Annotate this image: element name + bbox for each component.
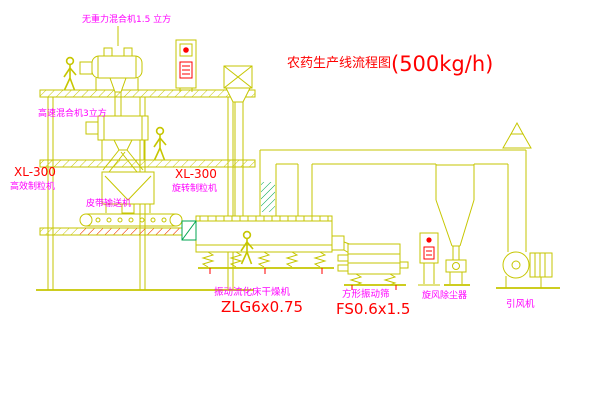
diagram-title: 农药生产线流程图 [287,56,391,71]
fan-motor [529,252,553,278]
fan-volute [502,251,530,279]
dryer-outlet [331,235,345,251]
exhaust-stack [502,121,532,252]
label-mid-granulator-name: 旋转制粒机 [172,182,217,194]
label-cyclone-name: 旋风除尘器 [422,289,467,301]
spring [285,251,299,268]
indicator-light [426,237,432,243]
duct-green-hatch [261,182,275,212]
column [47,96,54,291]
dryer-feed-pipe [234,102,244,216]
labels: 无重力混合机1.5 立方 高速混合机3立方 XL-300 高效制粒机 XL-30… [10,13,535,318]
label-sieve-model: FS0.6x1.5 [336,300,410,318]
belt-conveyor [79,213,183,227]
spring [383,273,397,286]
spring [257,251,271,268]
mixer-motor [79,61,93,75]
spring [201,251,215,268]
exhaust-duct [259,149,526,216]
granulator [101,171,155,214]
cabinet-label-plate [423,246,435,260]
rain-cap [502,133,532,149]
label-top-mixer: 无重力混合机1.5 立方 [82,13,171,25]
control-cabinet-1 [175,39,197,92]
sieve-discharge-spout [337,254,349,262]
conveyor-pulley [79,213,93,227]
column [227,96,234,291]
rain-cap-peak [510,121,524,135]
conveyor-foundation-hatch [80,228,180,235]
diagram-capacity: (500kg/h) [391,52,493,76]
cabinet-label-plate [179,61,193,79]
label-high-speed-mixer: 高速混合机3立方 [38,107,107,119]
spring [313,251,327,268]
spring [229,251,243,268]
fluid-bed-dryer [181,215,345,274]
floor-beam [39,159,256,168]
label-dryer-model: ZLG6x0.75 [221,298,303,316]
indicator-light [183,47,189,53]
control-cabinet-2 [418,232,440,286]
cyclone-separator [435,164,475,286]
floor-beam [39,89,256,98]
sieve-discharge-spout [337,264,349,272]
high-speed-mixer [85,115,149,173]
top-mixer [79,47,143,116]
label-fan-name: 引风机 [506,298,535,310]
induced-draft-fan [496,251,560,289]
conveyor-pulley [169,213,183,227]
label-dryer-name: 振动流化床干燥机 [214,286,291,298]
discharge-cone [113,139,133,151]
label-mid-granulator-model: XL-300 [175,167,217,181]
granulator-outlet [121,203,135,214]
worker-figure [63,56,77,91]
mixer-motor [85,121,99,135]
sieve-discharge-spout [399,261,409,269]
vibrating-sieve [337,241,409,290]
mixer-inlet-port [103,47,113,57]
rotary-valve [445,259,467,273]
spring [349,273,363,286]
label-left-granulator-name: 高效制粒机 [10,180,55,192]
label-belt-conveyor: 皮带输送机 [86,197,131,209]
label-sieve-name: 方形振动筛 [342,288,390,300]
label-left-granulator-model: XL-300 [14,165,56,179]
worker-figure [153,126,167,161]
mixer-inlet-port [123,47,133,57]
